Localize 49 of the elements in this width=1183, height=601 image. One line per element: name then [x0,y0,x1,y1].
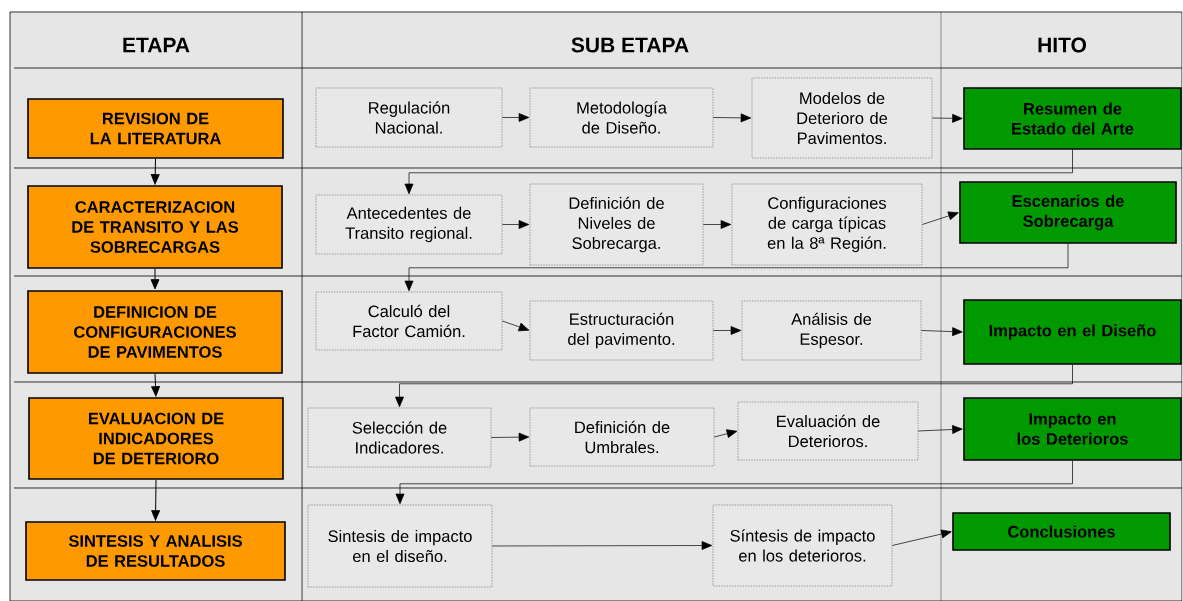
arrow [920,327,963,337]
substage-box: Análisis de Espesor. [741,300,922,361]
arrow [712,113,752,123]
arrow [501,220,530,229]
milestone-box: Resumen de Estado del Arte [963,87,1182,150]
column-header: ETAPA [123,37,190,53]
column-header: SUB ETAPA [571,37,689,53]
stage-box: EVALUACION DE INDICADORES DE DETERIORO [28,397,284,480]
stage-box: REVISION DE LA LITERATURA [27,98,284,159]
arrow [712,326,742,335]
arrow [395,460,1073,505]
arrow [501,320,530,332]
stage-box: CARACTERIZACION DE TRANSITO Y LAS SOBRECARGAS [27,185,283,269]
milestone-box: Impacto en el Diseño [963,299,1182,365]
substage-box: Evaluación de Deterioros. [737,401,919,461]
substage-box: Antecedentes de Transito regional. [315,194,503,255]
arrow [921,211,959,225]
substage-box: Definición de Niveles de Sobrecarga. [529,183,704,266]
substage-box: Calculó del Factor Camión. [315,291,503,351]
arrow [150,268,160,290]
substage-box: Modelos de Deterioro de Pavimentos. [751,77,933,159]
arrow [702,220,732,229]
stage-box: DEFINICION DE CONFIGURACIONES DE PAVIMENTOS [27,290,283,374]
substage-box: Regulación Nacional. [315,87,503,148]
substage-box: Síntesis de impacto en los deterioros. [712,504,893,587]
arrow [501,113,530,122]
milestone-box: Impacto en los Deterioros [963,397,1182,461]
substage-box: Sintesis de impacto en el diseño. [307,504,493,588]
arrow [404,149,1073,195]
arrow [151,479,160,521]
arrow [490,432,530,442]
arrow [404,243,1069,292]
substage-box: Metodología de Diseño. [529,87,714,148]
stage-box: SINTESIS Y ANALISIS DE RESULTADOS [25,521,286,581]
arrow [150,158,160,185]
arrow [151,373,160,397]
arrow [931,113,963,123]
column-header: HITO [1038,37,1086,53]
substage-box: Estructuración del pavimento. [529,300,714,361]
substage-box: Selección de Indicadores. [307,407,492,468]
arrow [395,364,1073,408]
substage-box: Configuraciones de carga típicas en la 8ª Región. [731,183,923,266]
arrow [491,541,713,550]
milestone-box: Conclusiones [952,512,1171,551]
arrow [917,425,963,434]
arrow [713,429,738,438]
arrow [891,529,952,546]
milestone-box: Escenarios de Sobrecarga [959,181,1177,244]
substage-box: Definición de Umbrales. [529,407,715,467]
